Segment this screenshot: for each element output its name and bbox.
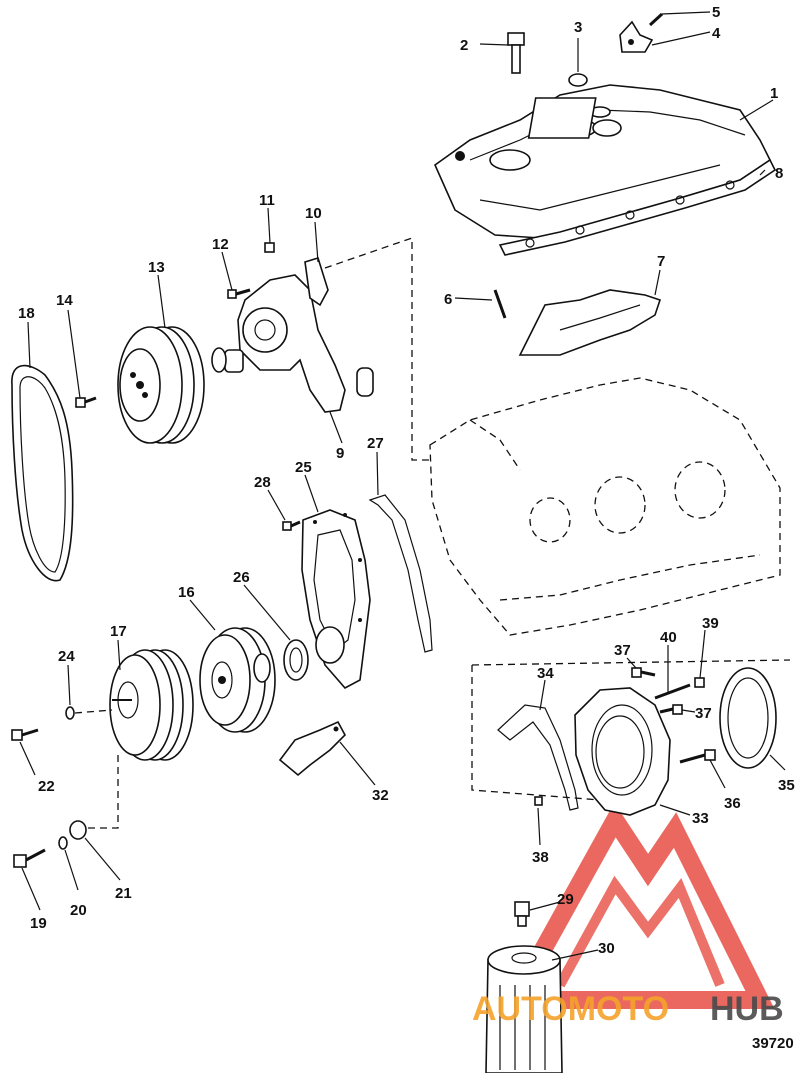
- label-11: 11: [259, 192, 275, 209]
- dashed-box-left: [471, 665, 601, 801]
- label-6: 6: [444, 291, 452, 308]
- pulley-13: [117, 326, 205, 444]
- label-8: 8: [775, 165, 783, 182]
- washer-3: [568, 73, 588, 87]
- baffle-7: [518, 289, 662, 356]
- dashed-leader-21: [88, 755, 119, 829]
- dashed-leader-24: [74, 709, 113, 714]
- label-34: 34: [537, 665, 554, 682]
- pin-38: [534, 796, 543, 806]
- fitting-29: [514, 901, 530, 927]
- label-26: 26: [233, 569, 250, 586]
- label-20: 20: [70, 902, 87, 919]
- gasket-27: [368, 494, 433, 653]
- bolt-28: [282, 520, 301, 531]
- label-17: 17: [110, 623, 127, 640]
- label-14: 14: [56, 292, 73, 309]
- label-38: 38: [532, 849, 549, 866]
- label-10: 10: [305, 205, 322, 222]
- watermark-logo: [499, 802, 775, 1009]
- manifold-gasket: [498, 158, 777, 256]
- intake-manifold: [434, 84, 772, 239]
- label-4: 4: [712, 25, 721, 42]
- bolt-37b: [659, 704, 683, 715]
- label-16: 16: [178, 584, 195, 601]
- screw-5: [648, 12, 664, 27]
- label-37b: 37: [695, 705, 712, 722]
- bolt-37a: [631, 667, 656, 678]
- bracket-4: [619, 20, 654, 53]
- label-24: 24: [58, 648, 75, 665]
- balancer-16: [199, 627, 276, 733]
- label-22: 22: [38, 778, 55, 795]
- bolt-22: [11, 728, 39, 741]
- lockwasher-20: [58, 836, 68, 850]
- bolt-12: [227, 288, 251, 299]
- seal-26: [283, 639, 309, 681]
- figure-number: 39720: [752, 1035, 794, 1052]
- label-28: 28: [254, 474, 271, 491]
- bolt-14: [75, 396, 97, 408]
- gasket-34: [497, 704, 579, 811]
- bolt-2: [507, 32, 525, 74]
- gasket-10: [304, 257, 329, 307]
- oil-filter-30: [485, 945, 563, 1074]
- seal-housing-33: [574, 687, 671, 816]
- stud-40: [654, 683, 691, 700]
- label-29: 29: [557, 891, 574, 908]
- pin-6: [493, 289, 507, 319]
- label-3: 3: [574, 19, 582, 36]
- washer-24: [65, 706, 75, 720]
- leader-lines: [19, 11, 786, 961]
- washer-21: [69, 820, 87, 840]
- label-13: 13: [148, 259, 165, 276]
- watermark-wordmark: AUTOMOTO HUB: [472, 990, 784, 1028]
- nut-11: [264, 242, 275, 253]
- label-36: 36: [724, 795, 741, 812]
- bolt-19: [13, 848, 46, 868]
- part-number-labels: 1 2 3 4 5 6 7 8 9 10 11 12 13 14 16 17 1…: [18, 4, 795, 957]
- label-1: 1: [770, 85, 778, 102]
- label-9: 9: [336, 445, 344, 462]
- drive-belt-18: [11, 364, 74, 582]
- water-pump: [211, 274, 346, 413]
- label-25: 25: [295, 459, 312, 476]
- label-21: 21: [115, 885, 132, 902]
- label-5: 5: [712, 4, 720, 21]
- pulley-17: [109, 649, 194, 761]
- label-27: 27: [367, 435, 384, 452]
- engine-block: [429, 377, 781, 636]
- label-2: 2: [460, 37, 468, 54]
- label-30: 30: [598, 940, 615, 957]
- watermark-text-left: AUTOMOTO: [472, 990, 669, 1028]
- gasket-outlet: [356, 367, 374, 397]
- nut-39: [694, 677, 705, 688]
- label-37a: 37: [614, 642, 631, 659]
- label-18: 18: [18, 305, 35, 322]
- bracket-32: [278, 720, 346, 777]
- label-19: 19: [30, 915, 47, 932]
- label-33: 33: [692, 810, 709, 827]
- label-12: 12: [212, 236, 229, 253]
- label-32: 32: [372, 787, 389, 804]
- watermark-text-right: HUB: [710, 990, 784, 1028]
- dashed-leader-block: [324, 237, 430, 461]
- label-7: 7: [657, 253, 665, 270]
- label-40: 40: [660, 629, 677, 646]
- timing-cover-25: [301, 509, 371, 690]
- rear-seal-35: [719, 667, 777, 769]
- label-39: 39: [702, 615, 719, 632]
- label-35: 35: [778, 777, 795, 794]
